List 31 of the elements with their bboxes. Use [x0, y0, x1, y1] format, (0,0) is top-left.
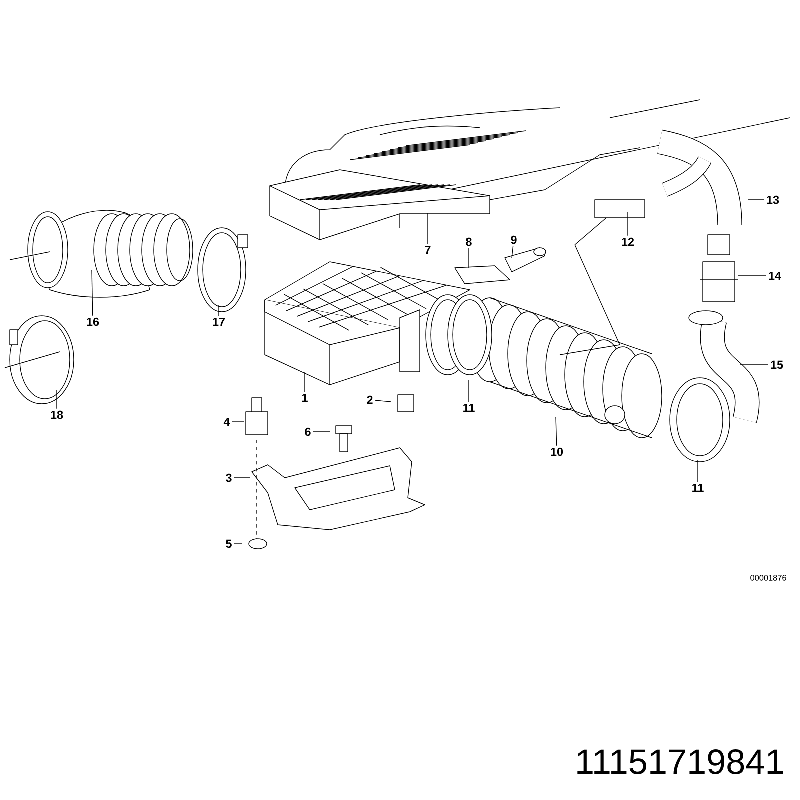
callout-number: 15	[768, 359, 786, 371]
leader-line	[218, 304, 220, 316]
callout-number: 14	[766, 270, 784, 282]
callout-number: 11	[461, 402, 477, 414]
callout-number: 12	[620, 236, 636, 248]
part-number: 11151719841	[578, 750, 784, 774]
leader-line	[468, 380, 470, 402]
leader-line	[374, 400, 392, 402]
leader-line	[740, 364, 769, 366]
leader-line	[556, 416, 558, 446]
callout-number: 2	[365, 394, 376, 406]
callout-number: 1	[300, 392, 310, 404]
callout-number: 11	[690, 482, 706, 494]
leader-line	[56, 390, 58, 410]
callout-number: 5	[224, 538, 234, 550]
callout-number: 16	[84, 316, 102, 328]
leader-line	[468, 248, 470, 268]
leader-line	[512, 246, 514, 258]
callout-number: 7	[423, 244, 434, 256]
callout-number: 10	[548, 446, 566, 458]
callout-number: 6	[302, 426, 314, 438]
callout-number: 17	[210, 316, 228, 328]
leader-line	[304, 372, 306, 392]
callout-number: 18	[48, 409, 66, 421]
drawing-number: 00001876	[750, 575, 786, 581]
leader-line	[92, 270, 94, 316]
callout-number: 8	[464, 236, 474, 248]
callout-number: 13	[764, 194, 782, 206]
callout-number: 3	[224, 472, 234, 484]
callout-number: 4	[222, 416, 232, 428]
callout-number: 9	[509, 234, 520, 246]
